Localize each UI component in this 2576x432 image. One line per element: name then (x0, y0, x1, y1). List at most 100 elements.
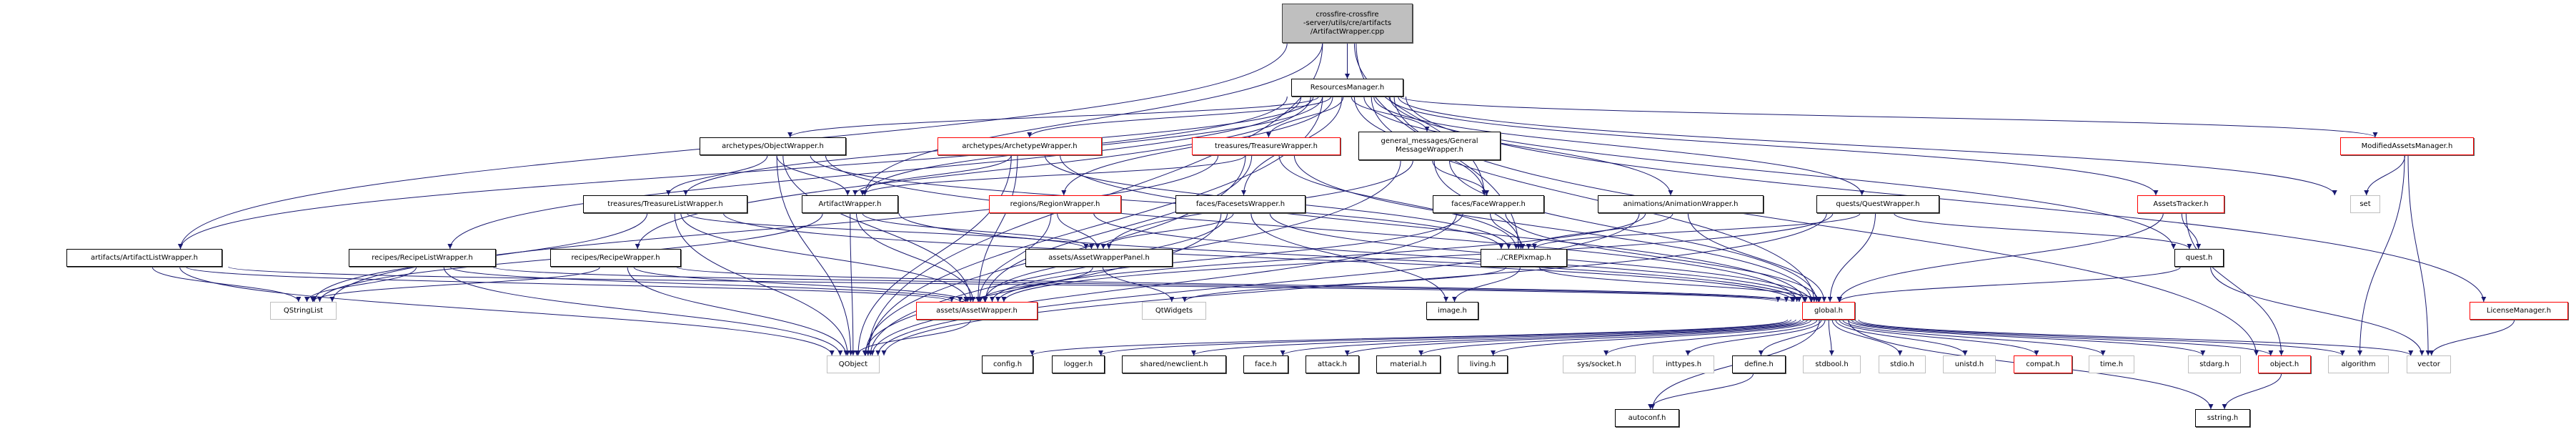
edge-CREPixmap-to-image (1452, 266, 1521, 303)
edge-global-to-time (1842, 319, 2106, 356)
edge-AnimationWrapper-to-AssetWrapper (995, 212, 1646, 303)
edge-ArchetypeWrapper-to-AssetWrapper (975, 154, 1018, 303)
node-image[interactable]: image.h (1426, 302, 1478, 320)
node-define[interactable]: define.h (1732, 355, 1786, 373)
node-ArtifactWrapper[interactable]: ArtifactWrapper.h (802, 195, 898, 213)
node-AssetWrapperPanel[interactable]: assets/AssetWrapperPanel.h (1025, 249, 1173, 267)
node-ModifiedAssetsManager[interactable]: ModifiedAssetsManager.h (2340, 137, 2474, 155)
edge-ModifiedAssetsManager-to-vector (2407, 154, 2431, 356)
edge-ResourcesManager-to-RecipeListWrapper (447, 96, 1302, 250)
node-RecipeWrapper[interactable]: recipes/RecipeWrapper.h (550, 249, 681, 267)
node-AssetWrapper[interactable]: assets/AssetWrapper.h (916, 302, 1038, 320)
edge-ArtifactWrapper-to-QObject (850, 212, 856, 356)
edge-AnimationWrapper-to-global (1687, 212, 1827, 303)
node-AnimationWrapper[interactable]: animations/AnimationWrapper.h (1598, 195, 1764, 213)
edge-global-to-face (1280, 319, 1801, 356)
edge-quest-to-vector (2210, 266, 2425, 356)
edge-RecipeWrapper-to-global (675, 266, 1795, 303)
node-time: time.h (2089, 355, 2134, 373)
node-CREPixmap[interactable]: ../CREPixmap.h (1481, 249, 1567, 267)
edge-TreasureListWrapper-to-AssetWrapperPanel (686, 212, 1089, 250)
edge-global-to-inttypes (1685, 319, 1822, 356)
node-logger[interactable]: logger.h (1052, 355, 1105, 373)
edge-ArchetypeWrapper-to-global (1060, 154, 1807, 303)
node-ResourcesManager[interactable]: ResourcesManager.h (1291, 79, 1403, 97)
edge-RecipeListWrapper-to-AssetWrapper (449, 266, 963, 303)
node-LicenseManager[interactable]: LicenseManager.h (2470, 302, 2568, 320)
node-global[interactable]: global.h (1802, 302, 1855, 320)
node-living[interactable]: living.h (1458, 355, 1508, 373)
edge-QuestWrapper-to-quest (1893, 212, 2192, 250)
edge-ArtifactListWrapper-to-QStringList (151, 266, 302, 303)
node-QtWidgets: QtWidgets (1142, 302, 1206, 320)
edge-root-to-FaceWrapper (1353, 42, 1487, 196)
edge-ResourcesManager-to-quest (1389, 96, 2177, 250)
edge-AssetWrapperPanel-to-QtWidgets (1102, 266, 1175, 303)
edge-CREPixmap-to-QtWidgets (1182, 266, 1507, 303)
edge-RecipeWrapper-to-AssetWrapper (633, 266, 969, 303)
node-ArchetypeWrapper[interactable]: archetypes/ArchetypeWrapper.h (938, 137, 1102, 155)
node-FaceWrapper[interactable]: faces/FaceWrapper.h (1433, 195, 1544, 213)
node-stdio: stdio.h (1879, 355, 1926, 373)
edge-FacesetsWrapper-to-QObject (862, 212, 1222, 356)
edge-TreasureWrapper-to-ArtifactWrapper (860, 154, 1246, 196)
edge-TreasureWrapper-to-AssetWrapper (983, 154, 1253, 303)
node-RegionWrapper[interactable]: regions/RegionWrapper.h (989, 195, 1121, 213)
node-ArtifactListWrapper[interactable]: artifacts/ArtifactListWrapper.h (66, 249, 222, 267)
node-vector: vector (2407, 355, 2451, 373)
edge-define-to-autoconf (1648, 373, 1754, 410)
node-attack[interactable]: attack.h (1306, 355, 1359, 373)
node-object[interactable]: object.h (2258, 355, 2311, 373)
edge-ResourcesManager-to-QuestWrapper (1373, 96, 1865, 196)
edge-RecipeListWrapper-to-QObject (443, 266, 843, 356)
node-config[interactable]: config.h (982, 355, 1033, 373)
node-stdarg: stdarg.h (2188, 355, 2241, 373)
edge-CREPixmap-to-global (1538, 266, 1822, 303)
node-TreasureListWrapper[interactable]: treasures/TreasureListWrapper.h (583, 195, 747, 213)
edge-ResourcesManager-to-RecipeWrapper (635, 96, 1311, 250)
edge-RecipeListWrapper-to-QStringList (304, 266, 417, 303)
node-TreasureWrapper[interactable]: treasures/TreasureWrapper.h (1192, 137, 1341, 155)
node-RecipeListWrapper[interactable]: recipes/RecipeListWrapper.h (349, 249, 496, 267)
node-QObject: QObject (827, 355, 880, 373)
edge-FaceWrapper-to-QObject (870, 212, 1458, 356)
edge-RegionWrapper-to-global (1093, 212, 1808, 303)
edge-ArtifactWrapper-to-AssetWrapperPanel (862, 212, 1094, 250)
edge-object-to-sstring (2222, 373, 2282, 410)
edge-RecipeWrapper-to-QObject (627, 266, 849, 356)
edge-AssetsTracker-to-object (2185, 212, 2284, 356)
edge-ModifiedAssetsManager-to-set (2364, 154, 2406, 196)
node-socket: sys/socket.h (1563, 355, 1636, 373)
node-compat[interactable]: compat.h (2014, 355, 2072, 373)
edge-QuestWrapper-to-QObject (881, 212, 1827, 356)
edge-ObjectWrapper-to-global (825, 154, 1800, 303)
edge-ResourcesManager-to-ModifiedAssetsManager (1400, 96, 2378, 138)
node-quest[interactable]: quest.h (2174, 249, 2224, 267)
node-AssetsTracker[interactable]: AssetsTracker.h (2137, 195, 2224, 213)
edge-TreasureWrapper-to-global (1293, 154, 1814, 303)
edge-ArtifactListWrapper-to-QObject (179, 266, 835, 356)
edge-ObjectWrapper-to-QObject (776, 154, 854, 356)
edge-ArtifactWrapper-to-AssetWrapper (855, 212, 976, 303)
node-sstring[interactable]: sstring.h (2195, 409, 2250, 427)
edge-AssetWrapper-to-QObject (854, 319, 971, 356)
edge-ModifiedAssetsManager-to-algorithm (2357, 154, 2405, 356)
edge-TreasureListWrapper-to-global (722, 212, 1796, 303)
edge-global-to-unistd (1835, 319, 1968, 356)
edge-ResourcesManager-to-ArtifactListWrapper (178, 96, 1288, 250)
edge-root-to-ArtifactWrapper (862, 42, 1323, 196)
node-QuestWrapper[interactable]: quests/QuestWrapper.h (1816, 195, 1939, 213)
node-set: set (2350, 195, 2380, 213)
node-material[interactable]: material.h (1376, 355, 1441, 373)
node-FacesetsWrapper[interactable]: faces/FacesetsWrapper.h (1175, 195, 1306, 213)
node-ObjectWrapper[interactable]: archetypes/ObjectWrapper.h (700, 137, 846, 155)
edge-global-to-object (1851, 319, 2274, 356)
node-QStringList: QStringList (270, 302, 337, 320)
node-GeneralMessageWrapper[interactable]: general_messages/General MessageWrapper.… (1358, 132, 1501, 160)
node-autoconf[interactable]: autoconf.h (1615, 409, 1679, 427)
edge-AnimationWrapper-to-QObject (875, 212, 1640, 356)
node-face[interactable]: face.h (1243, 355, 1288, 373)
edge-LicenseManager-to-vector (2429, 319, 2515, 356)
node-newclient[interactable]: shared/newclient.h (1122, 355, 1226, 373)
edge-AnimationWrapper-to-CREPixmap (1526, 212, 1674, 250)
